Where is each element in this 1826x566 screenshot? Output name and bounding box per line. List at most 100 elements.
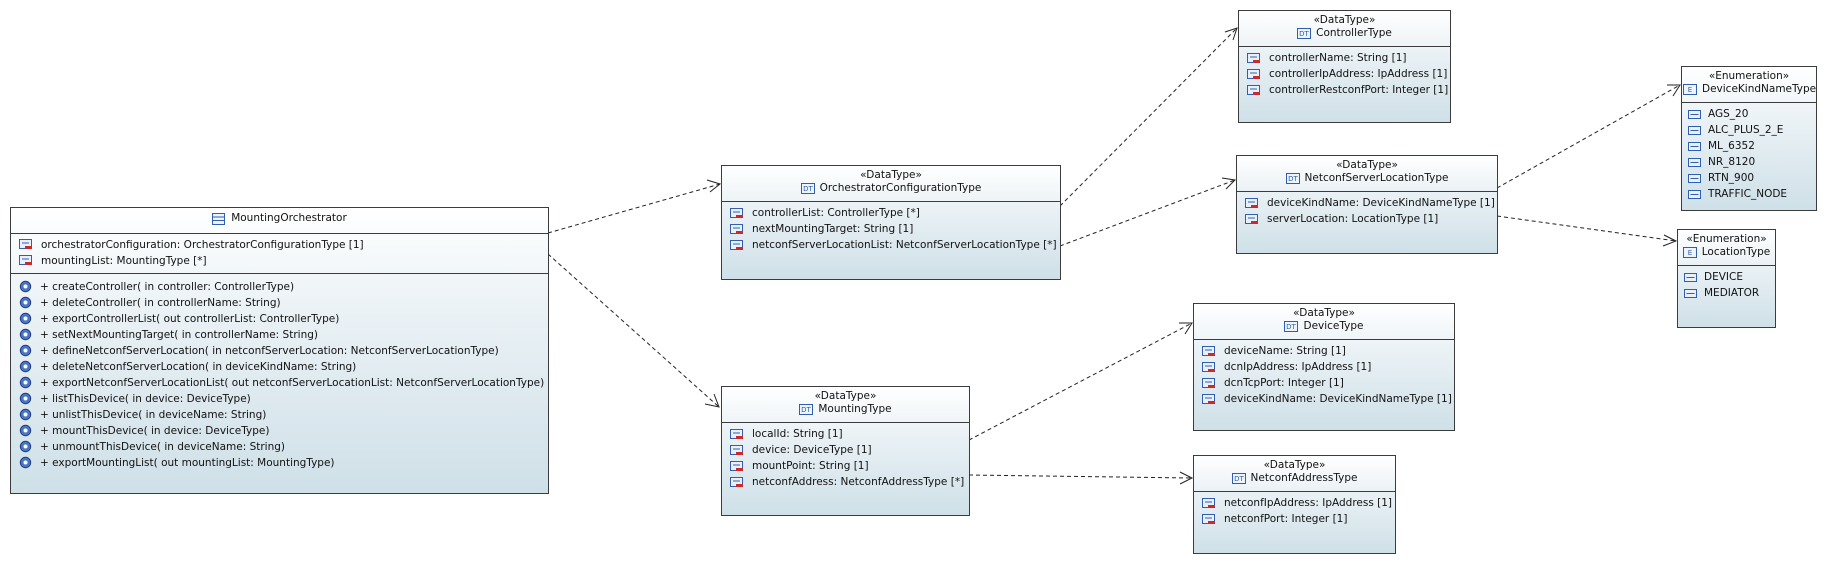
attribute-icon	[730, 476, 744, 488]
attribute-row[interactable]: controllerList: ControllerType [*]	[730, 205, 1056, 221]
enum-literal-icon	[1684, 288, 1697, 298]
attribute-row[interactable]: mountPoint: String [1]	[730, 458, 965, 474]
operation-row[interactable]: + unlistThisDevice( in deviceName: Strin…	[19, 407, 544, 423]
enum-literal-icon	[1688, 109, 1701, 119]
operation-row[interactable]: + mountThisDevice( in device: DeviceType…	[19, 423, 544, 439]
attribute-row[interactable]: controllerRestconfPort: Integer [1]	[1247, 82, 1448, 98]
attribute-row[interactable]: localId: String [1]	[730, 426, 965, 442]
attribute-icon	[19, 255, 33, 266]
datatype-name: MountingType	[818, 403, 892, 415]
literals-section: DEVICE MEDIATOR	[1678, 266, 1775, 305]
svg-text:E: E	[1688, 86, 1692, 94]
attribute-row[interactable]: dcnTcpPort: Integer [1]	[1202, 375, 1450, 391]
operation-icon	[19, 344, 32, 357]
svg-text:DT: DT	[1288, 175, 1298, 183]
attribute-icon	[730, 223, 744, 235]
attributes-section: controllerName: String [1] controllerIpA…	[1239, 47, 1450, 102]
enum-literal-row[interactable]: NR_8120	[1688, 154, 1812, 170]
datatype-header: «DataType» DT NetconfAddressType	[1194, 456, 1395, 492]
enumeration-icon: E	[1682, 247, 1697, 258]
attribute-icon	[730, 239, 744, 251]
attribute-row[interactable]: netconfIpAddress: IpAddress [1]	[1202, 495, 1392, 511]
attribute-row[interactable]: netconfAddress: NetconfAddressType [*]	[730, 474, 965, 490]
datatype-controller-type[interactable]: «DataType» DT ControllerType controllerN…	[1238, 10, 1451, 123]
datatype-netconf-server-location-type[interactable]: «DataType» DT NetconfServerLocationType …	[1236, 155, 1498, 254]
enum-literal-row[interactable]: ALC_PLUS_2_E	[1688, 122, 1812, 138]
operation-row[interactable]: + deleteController( in controllerName: S…	[19, 295, 544, 311]
operation-row[interactable]: + unmountThisDevice( in deviceName: Stri…	[19, 439, 544, 455]
attribute-icon	[730, 428, 744, 440]
edge-server-location-to-device-kind-name-type	[1496, 84, 1681, 189]
edge-configuration-to-netconf-server-location-type	[1059, 177, 1237, 247]
enum-literal-row[interactable]: TRAFFIC_NODE	[1688, 186, 1812, 202]
enum-literal-row[interactable]: DEVICE	[1684, 269, 1771, 285]
attribute-icon	[1202, 361, 1216, 373]
attribute-row[interactable]: deviceKindName: DeviceKindNameType [1]	[1245, 195, 1495, 211]
attribute-row[interactable]: deviceKindName: DeviceKindNameType [1]	[1202, 391, 1452, 407]
operation-icon	[19, 392, 32, 405]
attribute-icon	[1202, 377, 1216, 389]
enum-literal-row[interactable]: RTN_900	[1688, 170, 1812, 186]
attribute-icon	[1202, 513, 1216, 525]
attribute-row[interactable]: netconfServerLocationList: NetconfServer…	[730, 237, 1057, 253]
stereotype-label: «DataType»	[1313, 14, 1376, 26]
stereotype-label: «DataType»	[1336, 159, 1398, 171]
enum-literal-row[interactable]: ML_6352	[1688, 138, 1812, 154]
class-icon	[212, 212, 226, 225]
edge-server-location-to-location-type	[1496, 215, 1678, 247]
operation-row[interactable]: + exportNetconfServerLocationList( out n…	[19, 375, 544, 391]
stereotype-label: «DataType»	[814, 390, 877, 402]
stereotype-label: «DataType»	[1263, 459, 1326, 471]
attributes-section: deviceName: String [1] dcnIpAddress: IpA…	[1194, 340, 1454, 411]
attribute-row[interactable]: dcnIpAddress: IpAddress [1]	[1202, 359, 1450, 375]
svg-text:DT: DT	[802, 406, 812, 414]
attribute-row[interactable]: device: DeviceType [1]	[730, 442, 965, 458]
attribute-row[interactable]: deviceName: String [1]	[1202, 343, 1450, 359]
operation-row[interactable]: + setNextMountingTarget( in controllerNa…	[19, 327, 544, 343]
literals-section: AGS_20 ALC_PLUS_2_E ML_6352 NR_8120 RTN_…	[1682, 103, 1816, 206]
operation-row[interactable]: + deleteNetconfServerLocation( in device…	[19, 359, 544, 375]
datatype-icon: DT	[800, 183, 815, 194]
attribute-row[interactable]: controllerIpAddress: IpAddress [1]	[1247, 66, 1447, 82]
datatype-device-type[interactable]: «DataType» DT DeviceType deviceName: Str…	[1193, 303, 1455, 431]
attribute-row[interactable]: orchestratorConfiguration: OrchestratorC…	[19, 237, 544, 253]
attribute-row[interactable]: controllerName: String [1]	[1247, 50, 1446, 66]
operation-row[interactable]: + listThisDevice( in device: DeviceType)	[19, 391, 544, 407]
enum-literal-icon	[1688, 141, 1701, 151]
datatype-orchestrator-configuration-type[interactable]: «DataType» DT OrchestratorConfigurationT…	[721, 165, 1061, 280]
edge-orchestrator-to-mounting-type	[547, 253, 720, 408]
enumeration-location-type[interactable]: «Enumeration» E LocationType DEVICE MEDI…	[1677, 229, 1776, 328]
attribute-icon	[1245, 213, 1259, 225]
enumeration-name: LocationType	[1701, 246, 1771, 258]
attribute-icon	[1202, 393, 1216, 405]
operation-icon	[19, 440, 32, 453]
attribute-row[interactable]: netconfPort: Integer [1]	[1202, 511, 1391, 527]
datatype-header: «DataType» DT NetconfServerLocationType	[1237, 156, 1497, 192]
operation-icon	[19, 408, 32, 421]
attribute-icon	[1247, 84, 1261, 96]
operation-icon	[19, 424, 32, 437]
class-header: MountingOrchestrator	[11, 208, 548, 234]
enum-literal-icon	[1688, 157, 1701, 167]
enumeration-device-kind-name-type[interactable]: «Enumeration» E DeviceKindNameType AGS_2…	[1681, 66, 1817, 211]
enum-literal-row[interactable]: AGS_20	[1688, 106, 1812, 122]
datatype-name: OrchestratorConfigurationType	[819, 182, 982, 194]
datatype-netconf-address-type[interactable]: «DataType» DT NetconfAddressType netconf…	[1193, 455, 1396, 554]
attribute-row[interactable]: mountingList: MountingType [*]	[19, 253, 544, 269]
operation-row[interactable]: + createController( in controller: Contr…	[19, 279, 544, 295]
enum-literal-row[interactable]: MEDIATOR	[1684, 285, 1771, 301]
attribute-row[interactable]: serverLocation: LocationType [1]	[1245, 211, 1493, 227]
enum-literal-icon	[1688, 125, 1701, 135]
operation-row[interactable]: + defineNetconfServerLocation( in netcon…	[19, 343, 544, 359]
class-mounting-orchestrator[interactable]: MountingOrchestrator orchestratorConfigu…	[10, 207, 549, 494]
operation-row[interactable]: + exportControllerList( out controllerLi…	[19, 311, 544, 327]
datatype-name: NetconfServerLocationType	[1304, 172, 1449, 184]
operation-row[interactable]: + exportMountingList( out mountingList: …	[19, 455, 544, 471]
attribute-icon	[730, 444, 744, 456]
attribute-icon	[730, 460, 744, 472]
attribute-row[interactable]: nextMountingTarget: String [1]	[730, 221, 1056, 237]
datatype-mounting-type[interactable]: «DataType» DT MountingType localId: Stri…	[721, 386, 970, 516]
datatype-header: «DataType» DT ControllerType	[1239, 11, 1450, 47]
svg-text:DT: DT	[1287, 323, 1297, 331]
